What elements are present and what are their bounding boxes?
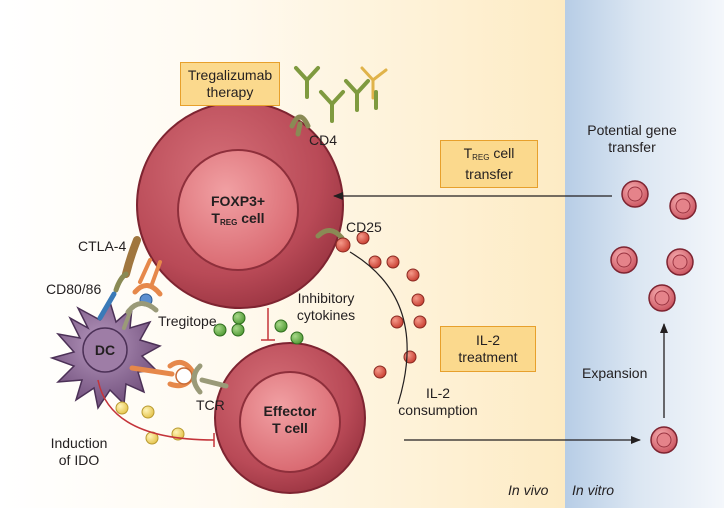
cd80-86-label: CD80/86 xyxy=(46,281,102,297)
tregalizumab-line2: therapy xyxy=(206,84,254,100)
il2-consumption-label: IL-2 consumption xyxy=(398,385,478,418)
il2-treatment-box: IL-2 treatment xyxy=(440,326,536,372)
cd25-receptor xyxy=(315,228,351,253)
mhc-tregitope xyxy=(122,258,163,330)
cd80-86-ligand xyxy=(97,291,117,321)
inhibition-lines xyxy=(97,308,275,447)
dendritic-cell xyxy=(49,300,162,410)
effector-t-cell-label: Effector T cell xyxy=(263,403,317,436)
dc-label: DC xyxy=(94,342,116,358)
ctla4-label: CTLA-4 xyxy=(78,238,127,254)
in-vitro-label: In vitro xyxy=(572,482,615,498)
in-vitro-background xyxy=(565,0,724,508)
treg-cell xyxy=(136,101,344,309)
induction-of-ido-label: Induction of IDO xyxy=(50,435,108,468)
effector-t-cell xyxy=(214,342,366,494)
treg-cell-label: FOXP3+ TREG cell xyxy=(210,193,266,227)
tcr-mhc-complex xyxy=(129,359,229,395)
potential-gene-transfer-label: Potential gene transfer xyxy=(587,122,677,155)
il2-treatment-line2: treatment xyxy=(458,349,518,365)
inhibitory-cytokines-label: Inhibitory cytokines xyxy=(296,290,356,323)
il2-dots xyxy=(356,231,427,379)
il2-treatment-line1: IL-2 xyxy=(475,332,501,348)
treg-transfer-line1: TREG cell xyxy=(463,145,515,162)
in-vivo-label: In vivo xyxy=(508,482,549,498)
cd25-label: CD25 xyxy=(346,219,382,235)
treg-transfer-line2: transfer xyxy=(465,166,513,182)
cd4-label: CD4 xyxy=(309,132,338,148)
treg-cell-transfer-box: TREG cell transfer xyxy=(440,140,538,188)
inhibitory-cytokines-dots xyxy=(213,311,304,345)
tregitope-label: Tregitope xyxy=(158,313,217,329)
cd4-receptor xyxy=(289,114,311,137)
tregalizumab-line1: Tregalizumab xyxy=(187,67,273,83)
il2-consumption-arc xyxy=(349,251,408,405)
tregalizumab-therapy-box: Tregalizumab therapy xyxy=(180,62,280,106)
tcr-label: TCR xyxy=(196,397,225,413)
ctla4-receptor xyxy=(113,236,141,293)
in-vitro-cells xyxy=(610,180,697,454)
expansion-label: Expansion xyxy=(582,365,648,381)
tregalizumab-antibodies xyxy=(294,66,388,123)
